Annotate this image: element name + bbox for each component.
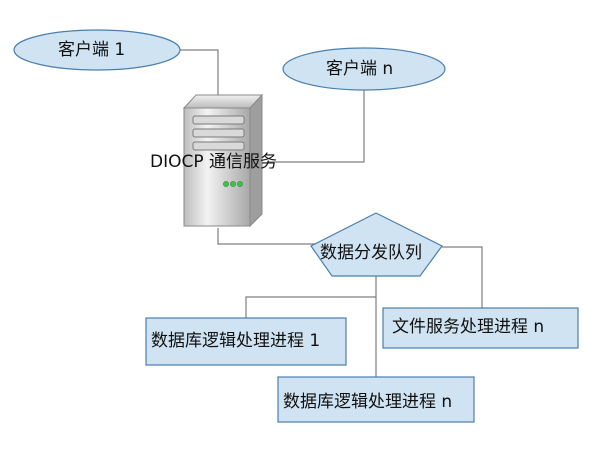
client-1-node: [13, 29, 181, 71]
client-n-node: [282, 47, 446, 91]
db-worker-n-label: 数据库逻辑处理进程 n: [283, 392, 453, 412]
connector-branch-dbwork1: [245, 296, 376, 318]
queue-node: [310, 212, 443, 277]
connectors: [180, 49, 483, 377]
db-worker-1-node: [145, 317, 347, 366]
server-icon: [182, 93, 264, 228]
file-worker-n-label: 文件服务处理进程 n: [392, 317, 545, 337]
db-worker-1-label: 数据库逻辑处理进程 1: [151, 331, 321, 351]
connector-client1-server: [180, 49, 219, 95]
file-worker-n-node: [382, 307, 579, 349]
client-1-label: 客户端 1: [58, 40, 126, 60]
queue-label: 数据分发队列: [320, 243, 422, 263]
db-worker-n-node: [277, 376, 475, 423]
connector-server-queue: [217, 228, 318, 245]
connector-clientn-server: [268, 88, 365, 163]
connector-queue-filework: [442, 246, 483, 308]
server-label: DIOCP 通信服务: [150, 152, 278, 172]
client-n-label: 客户端 n: [326, 59, 394, 79]
